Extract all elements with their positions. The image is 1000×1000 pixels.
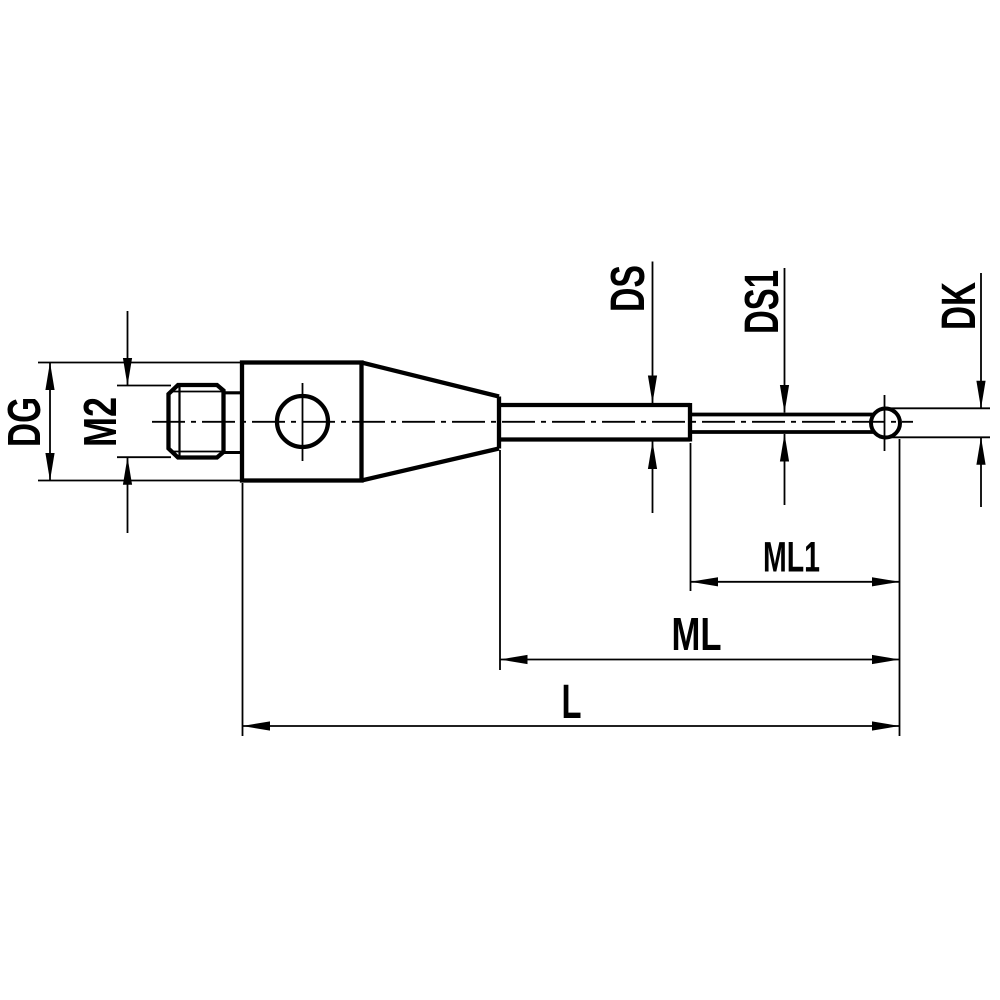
taper-bottom (361, 446, 500, 483)
dimension-dg: DG (0, 362, 55, 481)
label-ds1: DS1 (736, 270, 789, 334)
extension-lines (38, 361, 990, 736)
label-dk: DK (933, 282, 986, 330)
dimension-ds: DS (602, 261, 658, 513)
label-ds: DS (602, 265, 655, 312)
stylus-part (152, 360, 913, 483)
label-l: L (562, 676, 582, 729)
taper-top (360, 360, 500, 399)
label-ml: ML (672, 608, 722, 660)
dimension-ml1: ML1 (690, 534, 900, 587)
dimension-m2: M2 (74, 311, 133, 533)
dimension-dk: DK (933, 273, 986, 507)
label-m2: M2 (74, 397, 126, 447)
dimension-ml: ML (499, 608, 900, 665)
dimension-l: L (242, 676, 900, 731)
label-dg: DG (0, 397, 50, 447)
ball-tip (869, 406, 902, 440)
dimension-ds1: DS1 (736, 268, 790, 505)
label-ml1: ML1 (763, 534, 820, 582)
